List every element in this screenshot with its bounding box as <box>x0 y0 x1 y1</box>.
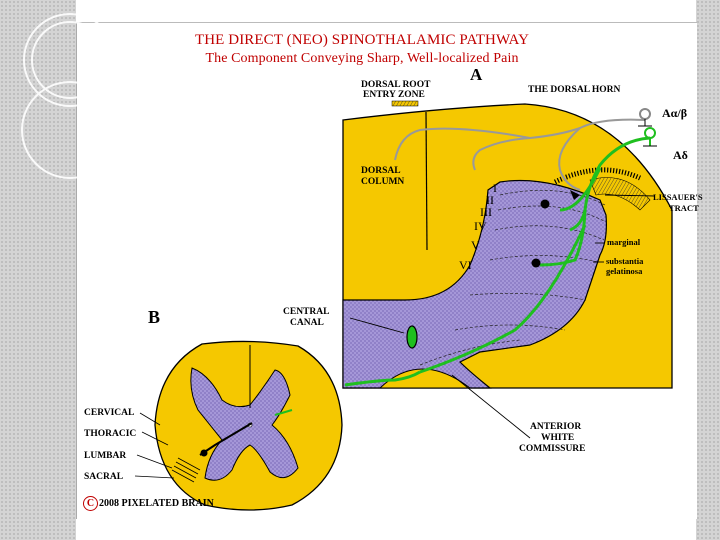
central-canal-label-1: CENTRAL <box>283 307 329 317</box>
panel-b-cross-section <box>135 341 342 510</box>
lissauer-tract-label-2: TRACT <box>669 203 699 213</box>
lamina-ii: II <box>486 195 494 205</box>
central-canal <box>407 326 417 348</box>
dorsal-horn-label: THE DORSAL HORN <box>528 85 620 95</box>
marginal-neuron <box>541 200 550 209</box>
level-sacral: SACRAL <box>84 472 123 482</box>
level-thoracic: THORACIC <box>84 429 136 439</box>
substantia-label-2: gelatinosa <box>606 266 642 276</box>
dorsal-column-label-1: DORSAL <box>361 166 401 176</box>
page-title: THE DIRECT (NEO) SPINOTHALAMIC PATHWAY <box>32 32 692 49</box>
anterior-white-commissure-label-3: COMMISSURE <box>519 444 586 454</box>
dorsal-root-entry-zone-label-2: ENTRY ZONE <box>363 90 425 100</box>
dorsal-root-entry-zone-label-1: DORSAL ROOT <box>361 80 430 90</box>
level-cervical: CERVICAL <box>84 408 134 418</box>
fiber-ab-label: Aα/β <box>662 108 687 118</box>
anterior-white-commissure-label-1: ANTERIOR <box>530 422 581 432</box>
fiber-ad-label: Aδ <box>673 150 688 160</box>
anterior-white-commissure-label-2: WHITE <box>541 433 574 443</box>
marginal-label: marginal <box>607 237 640 247</box>
lamina-iii: III <box>480 207 492 217</box>
substantia-label-1: substantia <box>606 256 643 266</box>
dorsal-root-entry-zone-bar <box>392 101 418 106</box>
lamina-iv: IV <box>474 221 487 231</box>
level-lumbar: LUMBAR <box>84 451 126 461</box>
copyright-text: 2008 PIXELATED BRAIN <box>99 499 214 509</box>
a-delta-receptor <box>645 128 655 138</box>
panel-a-letter: A <box>470 70 482 80</box>
central-canal-label-2: CANAL <box>290 318 324 328</box>
dorsal-column-label-2: COLUMN <box>361 177 404 187</box>
lissauer-tract-label-1: LISSAUER'S <box>653 192 703 202</box>
panel-b-letter: B <box>148 312 160 322</box>
lamina-v-neuron <box>532 259 541 268</box>
lamina-i: I <box>493 183 497 193</box>
lamina-vi: VI <box>459 260 472 270</box>
copyright-symbol: C <box>83 496 98 511</box>
page-subtitle: The Component Conveying Sharp, Well-loca… <box>32 51 692 67</box>
lamina-v: V <box>471 240 480 250</box>
